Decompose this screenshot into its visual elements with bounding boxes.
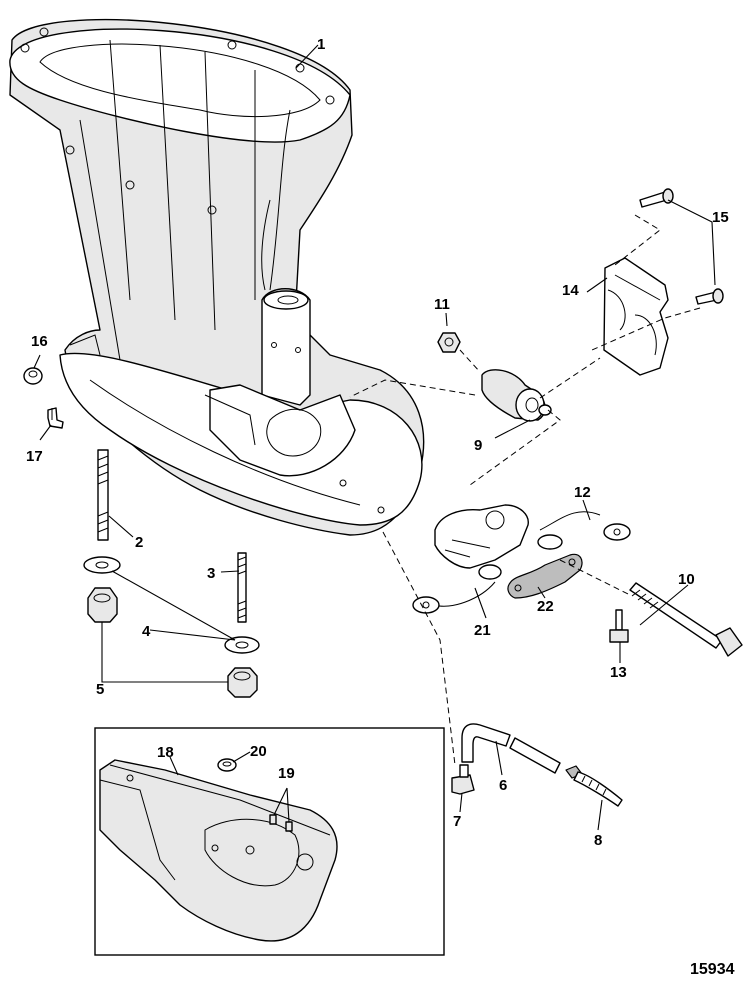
part-2-stud bbox=[97, 449, 109, 541]
part-15-screw bbox=[639, 188, 724, 305]
callout-labels: 1 2 3 4 5 6 7 8 9 10 11 12 13 14 15 16 1… bbox=[26, 36, 735, 978]
part-4-washer bbox=[83, 556, 260, 654]
callout-20: 20 bbox=[250, 743, 267, 760]
callout-5: 5 bbox=[96, 681, 104, 698]
callout-4: 4 bbox=[142, 623, 151, 640]
callout-14: 14 bbox=[562, 282, 579, 299]
driveshaft-housing bbox=[9, 18, 425, 536]
callout-17: 17 bbox=[26, 448, 43, 465]
inset-box bbox=[94, 727, 445, 956]
part-5-nut bbox=[87, 587, 258, 698]
figure-number: 15934 bbox=[690, 961, 735, 978]
callout-13: 13 bbox=[610, 664, 627, 681]
callout-12: 12 bbox=[574, 484, 591, 501]
leader-lines bbox=[33, 44, 716, 831]
callout-22: 22 bbox=[537, 598, 554, 615]
part-anode-assembly bbox=[412, 504, 631, 614]
callout-6: 6 bbox=[499, 777, 507, 794]
part-3-stud bbox=[237, 552, 247, 623]
callout-11: 11 bbox=[434, 296, 450, 313]
callout-16: 16 bbox=[31, 333, 48, 350]
part-16-plug bbox=[23, 367, 43, 385]
part-13-bolt bbox=[609, 609, 629, 643]
part-17-fitting bbox=[47, 407, 64, 429]
part-14-bracket bbox=[603, 257, 669, 376]
part-11-nut bbox=[437, 332, 461, 353]
part-9-mount bbox=[481, 369, 552, 422]
callout-19: 19 bbox=[278, 765, 295, 782]
callout-8: 8 bbox=[594, 832, 602, 849]
assembly-line-hose bbox=[382, 531, 456, 766]
callout-15: 15 bbox=[712, 209, 729, 226]
callout-10: 10 bbox=[678, 571, 695, 588]
callout-3: 3 bbox=[207, 565, 215, 582]
part-6-hose bbox=[461, 723, 561, 774]
part-7-fitting bbox=[451, 764, 475, 795]
assembly-line-mount bbox=[349, 349, 601, 486]
assembly-line-screws bbox=[591, 214, 701, 351]
assembly-line-bolt bbox=[559, 559, 631, 596]
callout-7: 7 bbox=[453, 813, 461, 830]
part-8-anode-rod bbox=[565, 765, 623, 807]
part-20-plug bbox=[217, 758, 237, 772]
callout-21: 21 bbox=[474, 622, 491, 639]
callout-2: 2 bbox=[135, 534, 143, 551]
part-18-inset-housing bbox=[99, 759, 338, 942]
callout-18: 18 bbox=[157, 744, 174, 761]
callout-9: 9 bbox=[474, 437, 482, 454]
callout-1: 1 bbox=[317, 36, 325, 53]
part-10-bolt bbox=[629, 582, 743, 657]
